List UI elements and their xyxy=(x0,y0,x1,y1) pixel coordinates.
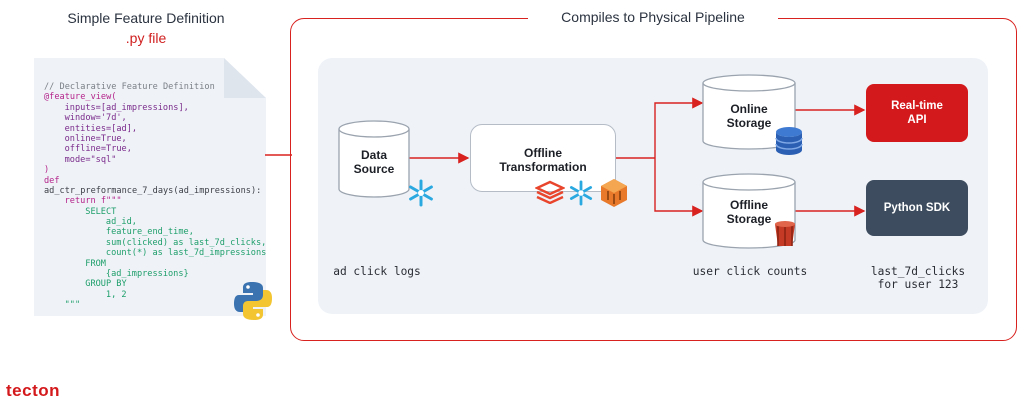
online-storage-label: Online Storage xyxy=(726,102,772,130)
code-line: offline=True, xyxy=(64,144,132,155)
s3-bucket-icon xyxy=(775,221,795,246)
tecton-logo: tecton xyxy=(6,381,60,400)
offline-transformation-label: Offline Transformation xyxy=(499,146,587,174)
offline-storage-label: Offline Storage xyxy=(726,198,772,226)
code-line: """ xyxy=(64,300,81,311)
code-line: 1, 2 xyxy=(105,289,127,300)
python-sdk-box: Python SDK xyxy=(866,180,968,236)
code-line: inputs=[ad_impressions], xyxy=(64,102,189,113)
code-line: window='7d', xyxy=(64,113,127,124)
code-line: SELECT xyxy=(85,206,117,217)
data-source-cylinder xyxy=(338,120,410,198)
code-line: feature_end_time, xyxy=(105,227,194,238)
left-section-subtitle: .py file xyxy=(125,30,167,46)
realtime-api-box: Real-time API xyxy=(866,84,968,142)
code-line: ad_ctr_preformance_7_days(ad_impressions… xyxy=(44,185,262,196)
code-block: // Declarative Feature Definition@featur… xyxy=(44,82,266,311)
pipeline-title-backdrop xyxy=(528,9,778,29)
pipeline-title: Compiles to Physical Pipeline xyxy=(561,9,745,25)
code-line: @feature_view( xyxy=(44,92,117,103)
code-to-pipeline-connector xyxy=(265,154,292,156)
code-line: online=True, xyxy=(64,133,127,144)
caption-last-7d-clicks: last_7d_clicks for user 123 xyxy=(870,265,966,291)
offline-storage-cylinder xyxy=(702,173,796,249)
databricks-icon xyxy=(535,180,565,204)
code-document xyxy=(34,58,266,316)
caption-user-click-counts: user click counts xyxy=(692,265,808,278)
aws-emr-icon xyxy=(601,179,627,207)
code-line: FROM xyxy=(85,258,106,269)
snowflake-icon-transform xyxy=(569,180,593,206)
online-storage-cylinder xyxy=(702,74,796,150)
data-source-label: Data Source xyxy=(353,148,395,176)
code-line: GROUP BY xyxy=(85,279,127,290)
code-line: def xyxy=(44,175,60,186)
code-line: entities=[ad], xyxy=(64,123,138,134)
arrow-to-online-storage xyxy=(654,97,704,158)
code-line: ) xyxy=(44,165,50,176)
dynamodb-icon xyxy=(775,127,803,155)
python-icon xyxy=(234,282,272,320)
code-line: {ad_impressions} xyxy=(105,269,189,280)
arrow-to-offline-storage xyxy=(654,158,704,217)
code-line: ad_id, xyxy=(105,217,137,228)
code-line: return f""" xyxy=(64,196,122,207)
caption-ad-click-logs: ad click logs xyxy=(333,265,421,278)
code-line: mode="sql" xyxy=(64,154,117,165)
code-line: sum(clicked) as last_7d_clicks, xyxy=(105,237,267,248)
code-line: // Declarative Feature Definition xyxy=(44,82,215,92)
snowflake-icon xyxy=(409,179,433,207)
code-line: count(*) as last_7d_impressions xyxy=(105,248,267,259)
left-section-title: Simple Feature Definition xyxy=(67,10,225,26)
